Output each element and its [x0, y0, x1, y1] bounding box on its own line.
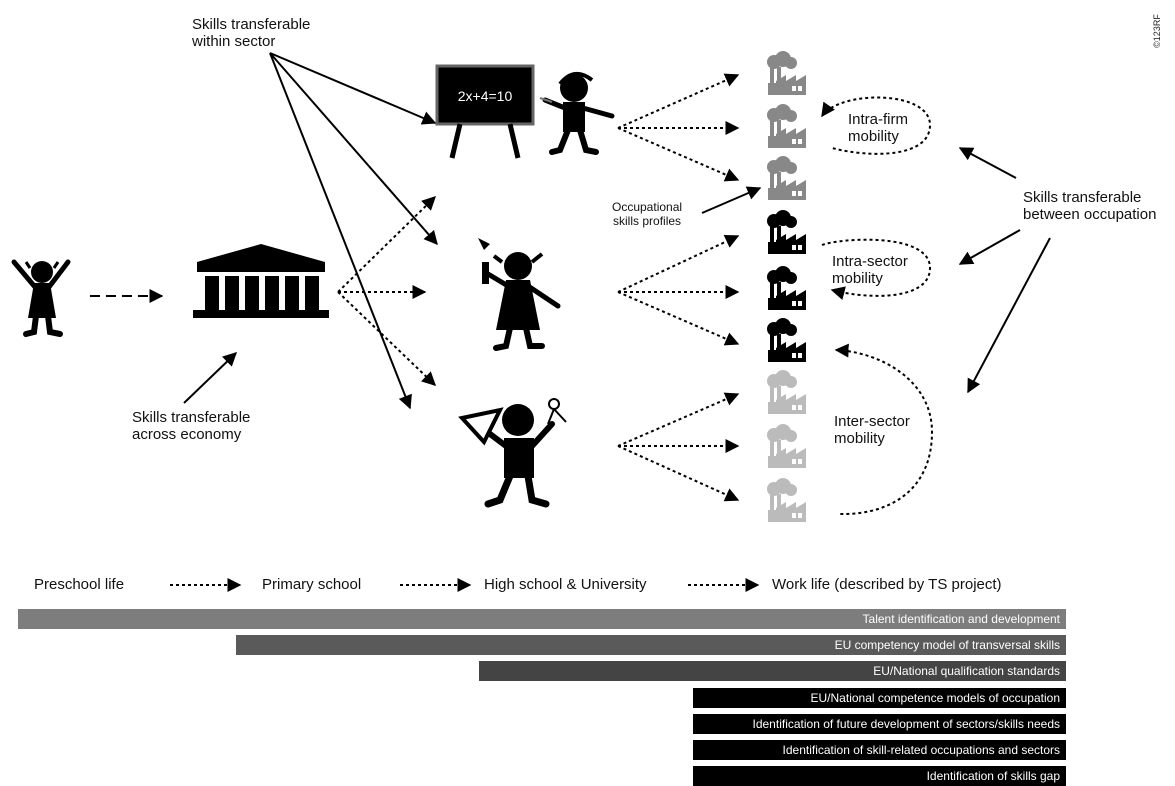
arrow-across-economy: [183, 352, 238, 404]
label-between-occupation: Skills transferable between occupation: [1023, 189, 1157, 223]
child-figure-bottom: [458, 398, 567, 508]
arrows-between-occupation: [958, 147, 1051, 394]
stage-work-life: Work life (described by TS project): [772, 576, 1002, 593]
label-intra-firm: Intra-firm mobility: [848, 111, 908, 145]
label-within-sector: Skills transferable within sector: [192, 16, 311, 50]
toddler-figure: [11, 259, 71, 337]
label-across-economy: Skills transferable across economy: [132, 409, 251, 443]
stage-primary: Primary school: [262, 576, 362, 593]
label-intra-sector: Intra-sector mobility: [832, 253, 908, 287]
label-inter-sector: Inter-sector mobility: [834, 413, 910, 447]
blackboard-icon: [435, 64, 535, 159]
school-building-icon: [193, 244, 329, 318]
stage-preschool: Preschool life: [34, 576, 125, 593]
child-figure-top: [539, 72, 615, 155]
arrows-school-to-children: [337, 196, 437, 386]
bar-future-development: Identification of future development of …: [693, 714, 1066, 734]
factories-sector-3: [767, 370, 806, 522]
factories-sector-1: [767, 51, 806, 200]
blackboard-equation: 2x+4=10: [458, 88, 513, 104]
factories-sector-2: [767, 210, 806, 362]
intra-sector-loop: [821, 238, 932, 300]
arrows-children-to-work: [617, 73, 740, 502]
arrows-within-sector: [269, 52, 438, 410]
watermark: ©123RF: [1151, 14, 1162, 48]
bar-talent-identification: Talent identification and development: [18, 609, 1066, 629]
bar-qualification-standards: EU/National qualification standards: [479, 661, 1066, 681]
inter-sector-loop: [834, 343, 934, 516]
stage-high-school: High school & University: [484, 576, 647, 593]
bar-eu-competency-model: EU competency model of transversal skill…: [236, 635, 1066, 655]
bar-competence-models: EU/National competence models of occupat…: [693, 688, 1066, 708]
arrow-occupational-profiles: [701, 186, 762, 214]
bar-skills-gap: Identification of skills gap: [693, 766, 1066, 786]
label-occupational-profiles: Occupational skills profiles: [612, 200, 683, 228]
child-figure-middle: [478, 238, 561, 351]
bar-skill-related-occupations: Identification of skill-related occupati…: [693, 740, 1066, 760]
